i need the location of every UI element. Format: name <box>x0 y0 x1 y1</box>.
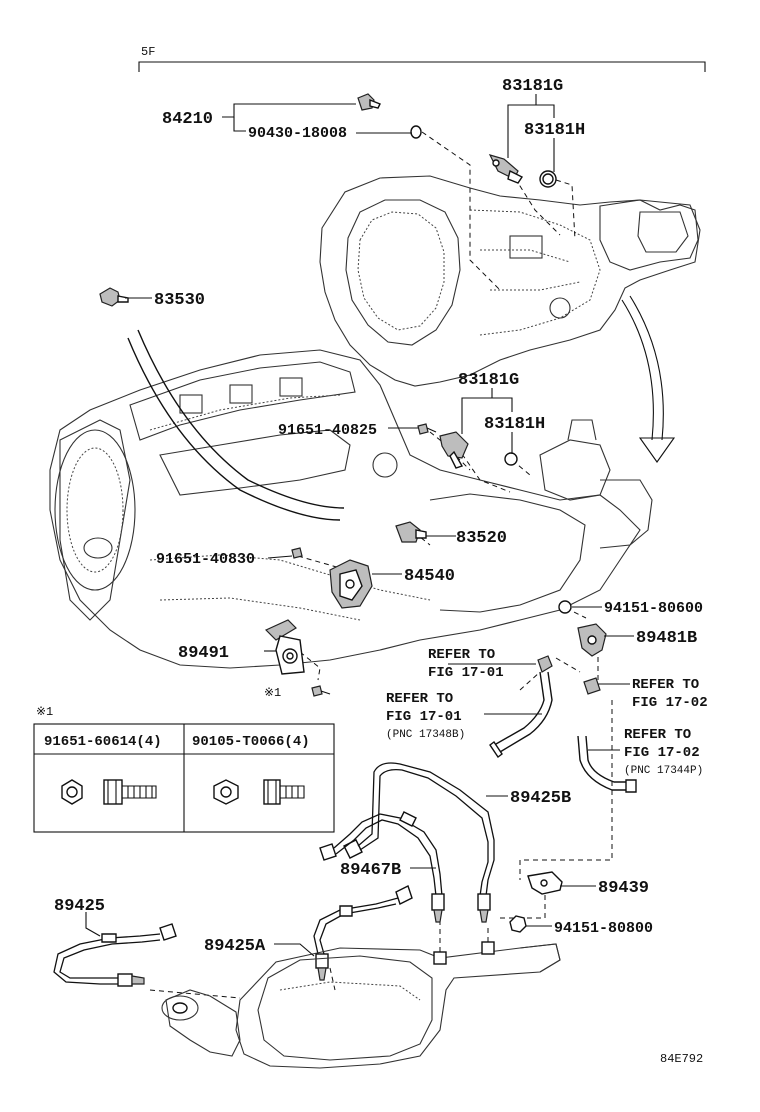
part-label-91651-40825: 91651-40825 <box>278 422 377 439</box>
exhaust-converter-icon <box>161 941 561 1069</box>
neutral-switch-icon <box>329 559 373 609</box>
ref-d-line1: REFER TO <box>624 727 691 743</box>
label-leaders <box>85 94 634 957</box>
part-label-89425: 89425 <box>54 897 105 916</box>
ref-c-line3: (PNC 17348B) <box>386 729 465 741</box>
part-label-89481B: 89481B <box>636 629 697 648</box>
part-label-94151-80600: 94151-80600 <box>604 600 703 617</box>
part-label-83181G-mid: 83181G <box>458 371 519 390</box>
bolt-icon-5 <box>263 779 305 805</box>
ref-a-line2: FIG 17-01 <box>428 665 504 681</box>
ref-b-line1: REFER TO <box>632 677 699 693</box>
part-label-91651-40830: 91651-40830 <box>156 551 255 568</box>
switch-icon-3 <box>395 521 427 543</box>
o-ring-icon-2 <box>504 452 518 466</box>
vent-hose <box>127 329 345 521</box>
position-sensor-icon <box>264 619 305 675</box>
part-label-89467B: 89467B <box>340 861 401 880</box>
nut-icon-3 <box>213 779 239 805</box>
ref-c-line2: FIG 17-01 <box>386 709 462 725</box>
part-label-83181H-top: 83181H <box>524 121 585 140</box>
part-labels: 84210 90430-18008 83181G 83181H 83530 83… <box>54 77 703 956</box>
sensor-bracket-icon <box>577 623 607 657</box>
speed-sensor-icon-2 <box>439 431 469 469</box>
part-label-83520: 83520 <box>456 529 507 548</box>
switch-icon-2 <box>99 287 129 307</box>
vacuum-hose-icon-2 <box>577 735 637 793</box>
part-label-83181H-mid: 83181H <box>484 415 545 434</box>
ref-a-line1: REFER TO <box>428 647 495 663</box>
part-label-84210: 84210 <box>162 110 213 129</box>
part-label-83181G-top: 83181G <box>502 77 563 96</box>
note-table-title: ※1 <box>36 705 53 719</box>
part-label-84540: 84540 <box>404 567 455 586</box>
bracket-icon <box>527 871 563 895</box>
part-label-89425A: 89425A <box>204 937 266 956</box>
nut-icon <box>558 600 572 614</box>
leader-lines <box>149 131 613 999</box>
direction-arrow <box>621 295 676 463</box>
ref-d-line2: FIG 17-02 <box>624 745 700 761</box>
part-label-89491: 89491 <box>178 644 229 663</box>
ref-b-line2: FIG 17-02 <box>632 695 708 711</box>
nut-icon-2 <box>61 779 83 805</box>
gasket-icon <box>410 125 422 139</box>
switch-icon <box>357 93 381 111</box>
bolt-icon-4 <box>103 779 157 805</box>
figure-code: 84E792 <box>660 1052 703 1066</box>
note-table-col-1: 91651-60614(4) <box>44 734 162 750</box>
speed-sensor-icon <box>488 154 524 184</box>
part-label-90430-18008: 90430-18008 <box>248 125 347 142</box>
part-label-83530: 83530 <box>154 291 205 310</box>
part-label-94151-80800: 94151-80800 <box>554 920 653 937</box>
oxygen-sensor-icon <box>343 762 495 923</box>
ref-d-line3: (PNC 17344P) <box>624 765 703 777</box>
part-label-89425B: 89425B <box>510 789 571 808</box>
o-ring-icon <box>539 170 557 188</box>
transmission-icon <box>319 175 701 387</box>
reference-notes: REFER TO FIG 17-01 REFER TO FIG 17-02 RE… <box>386 647 708 777</box>
part-label-89439: 89439 <box>598 879 649 898</box>
oxygen-sensor-icon-4 <box>313 885 413 981</box>
hose-fitting-icon <box>537 655 601 695</box>
section-bracket: 5F <box>138 45 706 72</box>
bolt-icon-3 <box>311 685 331 697</box>
bolt-icon <box>417 423 437 435</box>
note-table: ※1 91651-60614(4) 90105-T0066(4) <box>33 705 335 833</box>
oxygen-sensor-icon-2 <box>319 811 445 923</box>
section-label: 5F <box>141 45 155 59</box>
engine-icon <box>49 349 653 669</box>
ref-c-line1: REFER TO <box>386 691 453 707</box>
part-label-note-ref: ※1 <box>264 686 281 700</box>
note-table-col-2: 90105-T0066(4) <box>192 734 310 750</box>
oxygen-sensor-icon-3 <box>53 923 177 987</box>
bolt-icon-2 <box>291 547 303 559</box>
